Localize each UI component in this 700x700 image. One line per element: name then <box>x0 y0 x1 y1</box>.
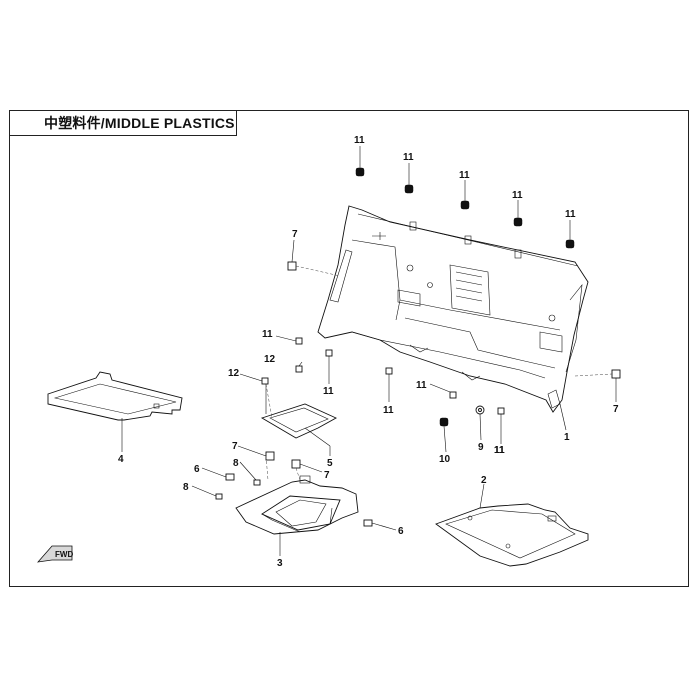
callout-label: 9 <box>478 442 484 453</box>
callout-label: 11 <box>262 329 273 340</box>
screw-icon <box>363 519 373 527</box>
nut-icon <box>287 261 297 271</box>
callout-label: 3 <box>277 558 283 569</box>
callout-labels: 11 11 11 11 11 7 11 12 12 11 11 11 11 7 … <box>118 135 619 569</box>
callout-label: 11 <box>323 386 334 397</box>
clip-icon <box>253 479 261 486</box>
callout-label: 11 <box>565 209 576 220</box>
callout-label: 12 <box>264 354 276 365</box>
clip-icon <box>404 184 414 194</box>
floor-mat-part-4 <box>47 371 183 421</box>
pin-icon <box>385 367 393 375</box>
callout-label: 11 <box>459 170 470 181</box>
pin-icon <box>325 349 333 357</box>
callout-label: 11 <box>383 405 394 416</box>
callout-label: 10 <box>439 454 451 465</box>
callout-label: 6 <box>194 464 200 475</box>
callout-label: 7 <box>292 229 298 240</box>
pin-icon <box>295 337 303 345</box>
callout-label: 6 <box>398 526 404 537</box>
clip-icon <box>460 200 470 210</box>
fasteners <box>215 167 621 527</box>
callout-label: 12 <box>228 368 240 379</box>
cover-plate-part-5 <box>260 403 338 439</box>
floor-mat-part-2 <box>435 503 589 567</box>
washer-icon <box>475 405 485 415</box>
diagram-frame <box>9 110 689 587</box>
pin-icon <box>261 377 269 385</box>
callout-label: 2 <box>481 475 487 486</box>
center-tray-part-3 <box>235 475 359 535</box>
clip-icon <box>513 217 523 227</box>
nut-icon <box>611 369 621 379</box>
leader-lines <box>121 146 617 556</box>
fwd-label: FWD <box>55 550 73 559</box>
clip-icon <box>565 239 575 249</box>
callout-label: 8 <box>183 482 189 493</box>
callout-label: 7 <box>324 470 330 481</box>
title-box: 中塑料件/MIDDLE PLASTICS <box>9 110 237 136</box>
callout-label: 11 <box>494 445 505 456</box>
callout-label: 1 <box>564 432 570 443</box>
callout-label: 11 <box>403 152 414 163</box>
callout-label: 11 <box>354 135 365 146</box>
callout-label: 4 <box>118 454 124 465</box>
clip-icon <box>439 417 449 427</box>
callout-label: 7 <box>613 404 619 415</box>
pin-icon <box>497 407 505 415</box>
callout-label: 11 <box>512 190 523 201</box>
screw-icon <box>225 473 235 481</box>
rear-panel-part-1 <box>317 205 589 413</box>
nut-icon <box>265 451 275 461</box>
fwd-arrow: FWD <box>36 545 73 563</box>
callout-label: 7 <box>232 441 238 452</box>
clip-icon <box>355 167 365 177</box>
callout-label: 8 <box>233 458 239 469</box>
callout-label: 11 <box>494 445 505 456</box>
callout-label: 5 <box>327 458 333 469</box>
page-title: 中塑料件/MIDDLE PLASTICS <box>44 115 235 131</box>
pin-icon <box>295 365 303 373</box>
clip-icon <box>215 493 223 500</box>
pin-icon <box>449 391 457 399</box>
callout-label: 11 <box>416 380 427 391</box>
nut-icon <box>291 459 301 469</box>
